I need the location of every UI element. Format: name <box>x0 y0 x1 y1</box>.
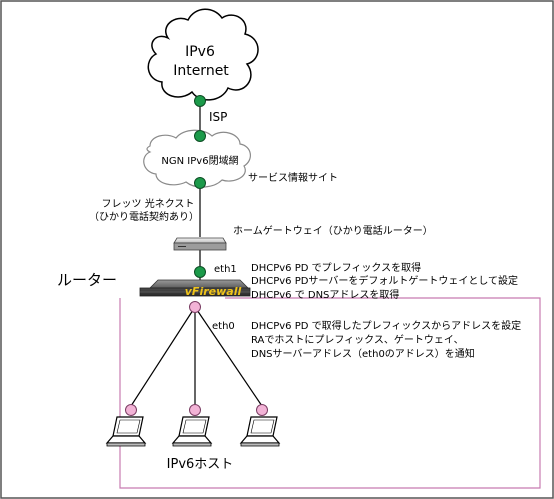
host-center <box>171 404 213 447</box>
service-site-label: サービス情報サイト <box>248 171 338 184</box>
eth1-label: eth1 <box>214 264 237 275</box>
laptop-icon <box>105 416 147 447</box>
router-label: ルーター <box>57 271 117 289</box>
link-router-host-left <box>130 306 196 407</box>
eth1-note-2: DHCPv6 PDサーバーをデフォルトゲートウェイとして設定 <box>251 274 518 287</box>
eth1-note-1: DHCPv6 PD でプレフィックスを取得 <box>251 262 421 274</box>
laptop-icon <box>171 416 213 447</box>
ngn-cloud: NGN IPv6閉域網 <box>143 129 251 188</box>
home-gateway-device <box>173 237 227 251</box>
eth0-label: eth0 <box>212 321 235 332</box>
router-brand: vFirewall <box>185 285 242 298</box>
hosts-label: IPv6ホスト <box>167 457 234 472</box>
host-center-node <box>189 404 201 416</box>
eth1-node <box>194 266 206 278</box>
ngn-node-bottom <box>194 177 206 189</box>
link-router-host-right <box>194 306 263 407</box>
internet-cloud-line1: IPv6 <box>185 44 215 60</box>
flets-label-line1: フレッツ 光ネクスト <box>102 197 195 210</box>
internet-cloud: IPv6 Internet <box>147 8 259 101</box>
eth1-note-3: DHCPv6 で DNSアドレスを取得 <box>251 289 399 301</box>
eth0-node <box>189 301 201 313</box>
host-left-node <box>125 404 137 416</box>
ngn-node-top <box>194 130 206 142</box>
host-left <box>105 404 147 447</box>
eth0-note-3: DNSサーバーアドレス（eth0のアドレス）を通知 <box>251 347 475 360</box>
flets-label-line2: （ひかり電話契約あり） <box>89 210 199 223</box>
eth0-note-1: DHCPv6 PD で取得したプレフィックスからアドレスを設定 <box>251 319 521 332</box>
internet-cloud-line2: Internet <box>173 63 229 79</box>
eth0-note-2: RAでホストにプレフィックス、ゲートウェイ、 <box>251 334 464 346</box>
home-gateway-label: ホームゲートウェイ（ひかり電話ルーター） <box>233 224 433 237</box>
host-right <box>239 404 281 447</box>
ngn-cloud-label: NGN IPv6閉域網 <box>161 154 238 167</box>
router-device: vFirewall <box>139 279 251 298</box>
isp-label: ISP <box>209 110 227 124</box>
laptop-icon <box>239 416 281 447</box>
host-right-node <box>256 404 268 416</box>
isp-node <box>194 95 206 107</box>
